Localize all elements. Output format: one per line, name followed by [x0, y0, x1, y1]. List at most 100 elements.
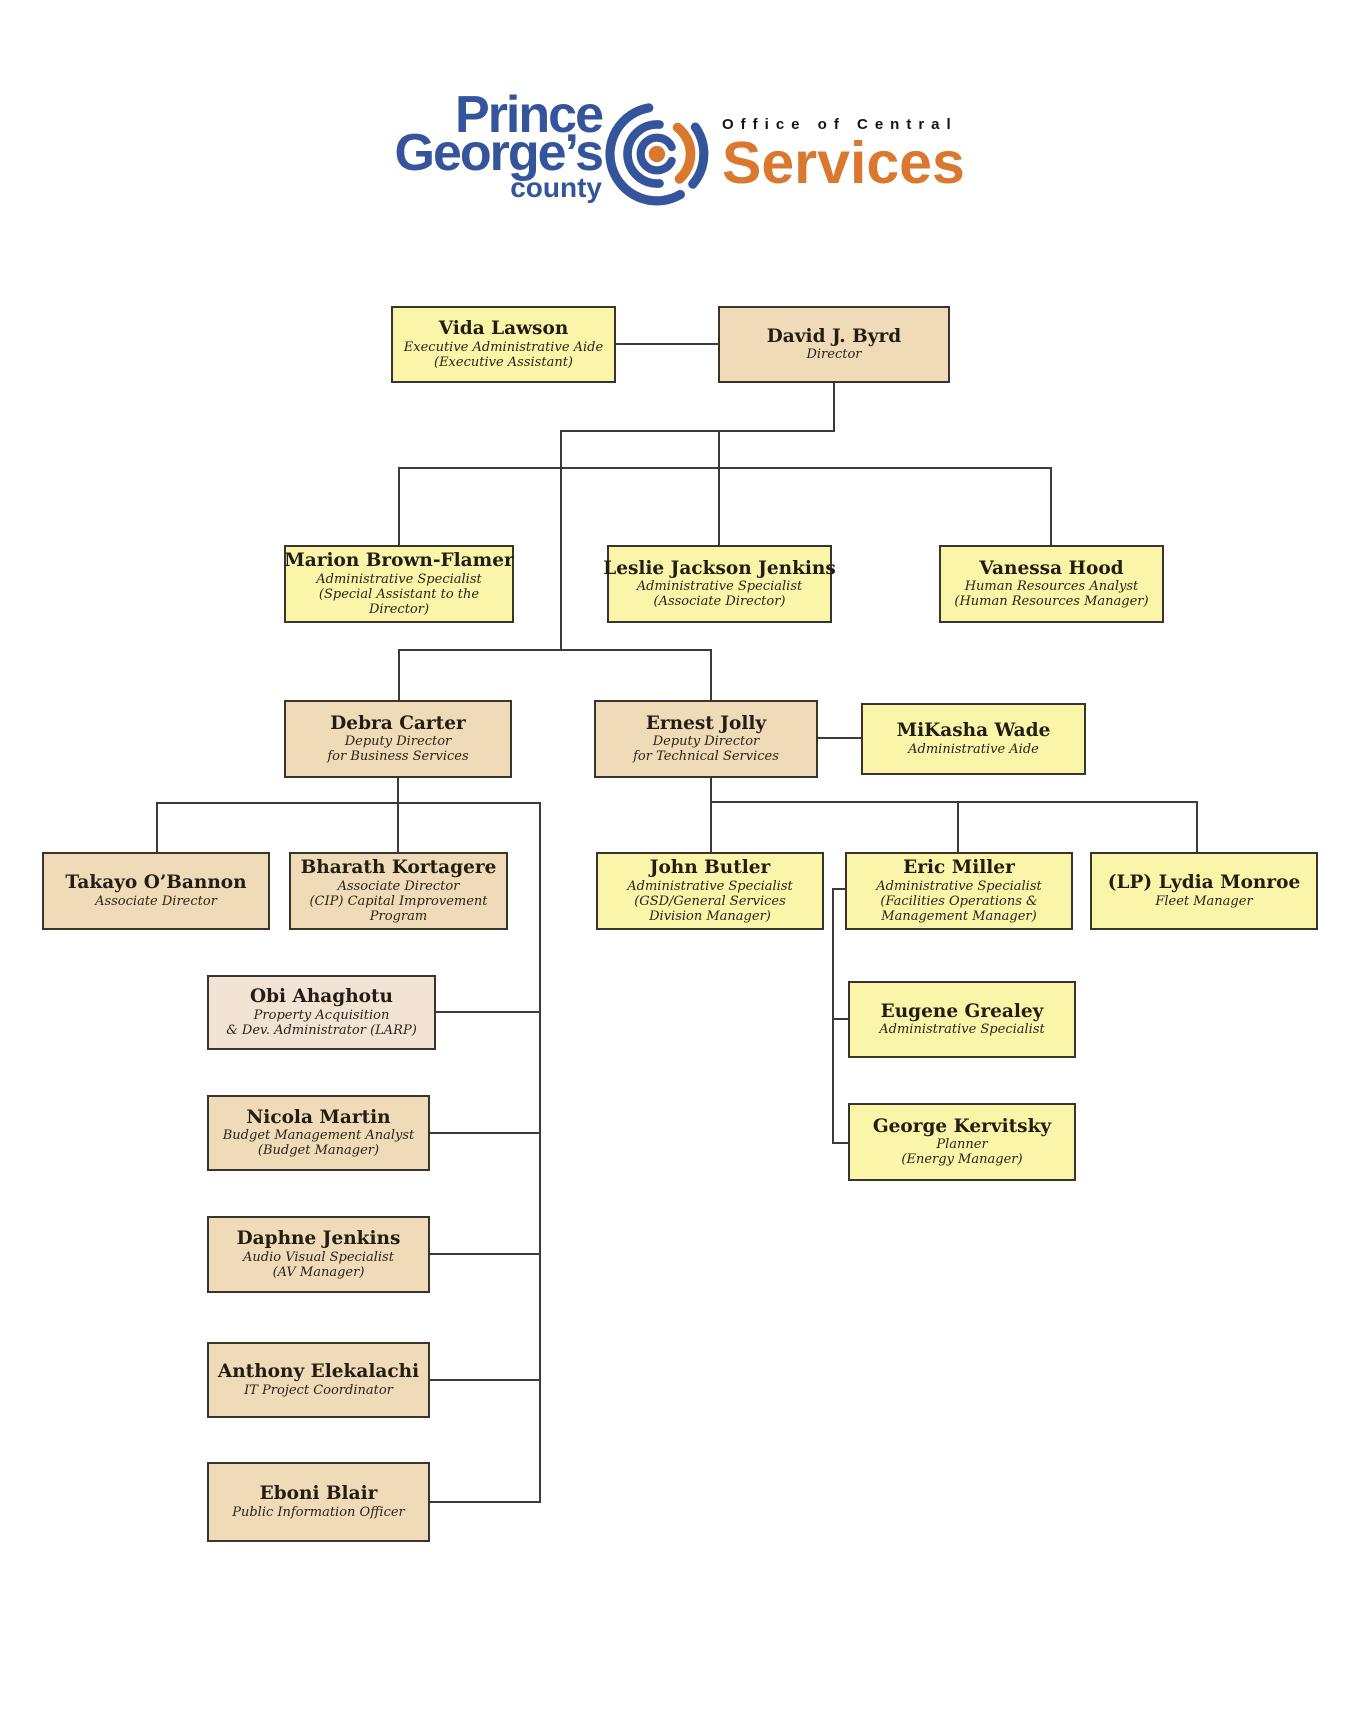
connector-line	[430, 1253, 541, 1255]
org-box-daphne-jenkins: Daphne Jenkins Audio Visual Specialist (…	[207, 1216, 430, 1293]
org-box-leslie-jackson-jenkins: Leslie Jackson Jenkins Administrative Sp…	[603, 545, 836, 623]
person-name: John Butler	[649, 857, 771, 879]
connector-line	[560, 430, 562, 651]
person-name: (LP) Lydia Monroe	[1107, 872, 1301, 894]
org-box-nicola-martin: Nicola Martin Budget Management Analyst …	[207, 1095, 430, 1171]
connector-line	[710, 649, 712, 700]
person-name: Marion Brown-Flamer	[284, 550, 514, 572]
person-title-line: Division Manager)	[649, 908, 771, 924]
connector-line	[398, 649, 400, 700]
person-name: Anthony Elekalachi	[217, 1361, 420, 1383]
connector-line	[832, 888, 834, 1144]
person-title-line: (Executive Assistant)	[434, 354, 573, 370]
org-box-debra-carter: Debra Carter Deputy Director for Busines…	[284, 700, 512, 778]
person-name: Ernest Jolly	[645, 712, 767, 734]
person-title-line: Deputy Director	[344, 734, 452, 750]
connector-line	[156, 802, 541, 804]
connector-line	[710, 801, 1198, 803]
person-title-line: Human Resources Analyst	[964, 579, 1139, 595]
person-title-line: (Human Resources Manager)	[954, 594, 1149, 610]
connector-line	[397, 778, 399, 852]
person-name: Daphne Jenkins	[236, 1228, 401, 1250]
person-title-line: Public Information Officer	[232, 1504, 405, 1520]
org-box-bharath-kortagere: Bharath Kortagere Associate Director (CI…	[289, 852, 508, 930]
connector-line	[833, 383, 835, 431]
person-title-line: Management Manager)	[881, 908, 1037, 924]
connector-line	[156, 802, 158, 852]
org-box-vanessa-hood: Vanessa Hood Human Resources Analyst (Hu…	[939, 545, 1164, 623]
person-title-line: for Technical Services	[633, 749, 779, 765]
person-title-line: Program	[369, 908, 428, 924]
connector-line	[398, 467, 1052, 469]
org-box-eboni-blair: Eboni Blair Public Information Officer	[207, 1462, 430, 1542]
office-name-text: Services	[722, 130, 965, 196]
person-name: Nicola Martin	[246, 1106, 391, 1128]
org-box-ernest-jolly: Ernest Jolly Deputy Director for Technic…	[594, 700, 818, 778]
person-title-line: Administrative Specialist	[627, 878, 793, 894]
connector-line	[818, 737, 861, 739]
person-title-line: Administrative Specialist	[636, 579, 803, 595]
org-box-eric-miller: Eric Miller Administrative Specialist (F…	[845, 852, 1073, 930]
person-name: Vanessa Hood	[979, 557, 1124, 579]
connector-line	[832, 888, 847, 890]
person-title-line: Administrative Specialist	[316, 571, 482, 587]
org-box-lydia-monroe: (LP) Lydia Monroe Fleet Manager	[1090, 852, 1318, 930]
connector-line	[539, 802, 541, 1503]
county-word-georges: George’s	[394, 124, 605, 182]
connector-line	[436, 1011, 541, 1013]
org-box-mikasha-wade: MiKasha Wade Administrative Aide	[861, 703, 1086, 775]
person-title-line: Property Acquisition	[253, 1007, 390, 1023]
person-title-line: Fleet Manager	[1155, 893, 1253, 909]
county-word-prince: Prince	[455, 86, 604, 144]
org-box-eugene-grealey: Eugene Grealey Administrative Specialist	[848, 981, 1076, 1058]
person-title-line: for Business Services	[327, 749, 469, 765]
person-title-line: (CIP) Capital Improvement	[309, 893, 488, 909]
person-title-line: (Budget Manager)	[257, 1143, 380, 1159]
person-title-line: (AV Manager)	[272, 1264, 365, 1280]
org-box-anthony-elekalachi: Anthony Elekalachi IT Project Coordinato…	[207, 1342, 430, 1418]
connector-line	[710, 801, 712, 852]
connector-line	[430, 1501, 541, 1503]
connector-line	[616, 343, 718, 345]
person-name: George Kervitsky	[872, 1115, 1052, 1137]
person-title-line: IT Project Coordinator	[244, 1382, 393, 1398]
connector-line	[398, 467, 400, 545]
person-title-line: Associate Director	[95, 893, 217, 909]
org-box-george-kervitsky: George Kervitsky Planner (Energy Manager…	[848, 1103, 1076, 1181]
person-title-line: & Dev. Administrator (LARP)	[226, 1022, 417, 1038]
connector-line	[957, 801, 959, 852]
person-title-line: (Special Assistant to the Director)	[318, 586, 480, 617]
person-name: Eboni Blair	[259, 1483, 378, 1505]
org-box-vida-lawson: Vida Lawson Executive Administrative Aid…	[391, 306, 616, 383]
person-title-line: Planner	[936, 1137, 988, 1153]
person-title-line: Associate Director	[337, 878, 460, 894]
person-title-line: Deputy Director	[652, 734, 760, 750]
person-title-line: (Energy Manager)	[901, 1152, 1023, 1168]
person-name: Debra Carter	[330, 712, 466, 734]
person-name: Eric Miller	[903, 857, 1015, 879]
connector-line	[718, 430, 720, 545]
person-name: Takayo O’Bannon	[65, 872, 247, 894]
connector-line	[1050, 467, 1052, 545]
person-name: MiKasha Wade	[896, 720, 1051, 742]
person-title-line: Administrative Specialist	[876, 878, 1042, 894]
office-wordmark: Office of Central Services	[722, 116, 1082, 196]
person-title-line: Director	[806, 347, 862, 363]
county-wordmark: Prince George’s county	[322, 86, 605, 203]
person-title-line: (Associate Director)	[653, 594, 786, 610]
connector-line	[398, 649, 712, 651]
county-word-county: county	[510, 172, 602, 203]
person-title-line: Administrative Aide	[908, 741, 1039, 757]
person-title-line: Executive Administrative Aide	[403, 339, 604, 355]
person-title-line: (GSD/General Services	[634, 893, 786, 909]
person-name: Vida Lawson	[438, 318, 569, 340]
person-name: Eugene Grealey	[880, 1000, 1044, 1022]
person-name: Leslie Jackson Jenkins	[603, 557, 836, 579]
person-name: David J. Byrd	[766, 325, 902, 347]
connector-line	[832, 1142, 849, 1144]
radial-waves-icon	[605, 103, 709, 206]
person-title-line: Budget Management Analyst	[222, 1128, 415, 1144]
person-title-line: Audio Visual Specialist	[243, 1249, 394, 1265]
org-box-marion-brown-flamer: Marion Brown-Flamer Administrative Speci…	[284, 545, 514, 623]
